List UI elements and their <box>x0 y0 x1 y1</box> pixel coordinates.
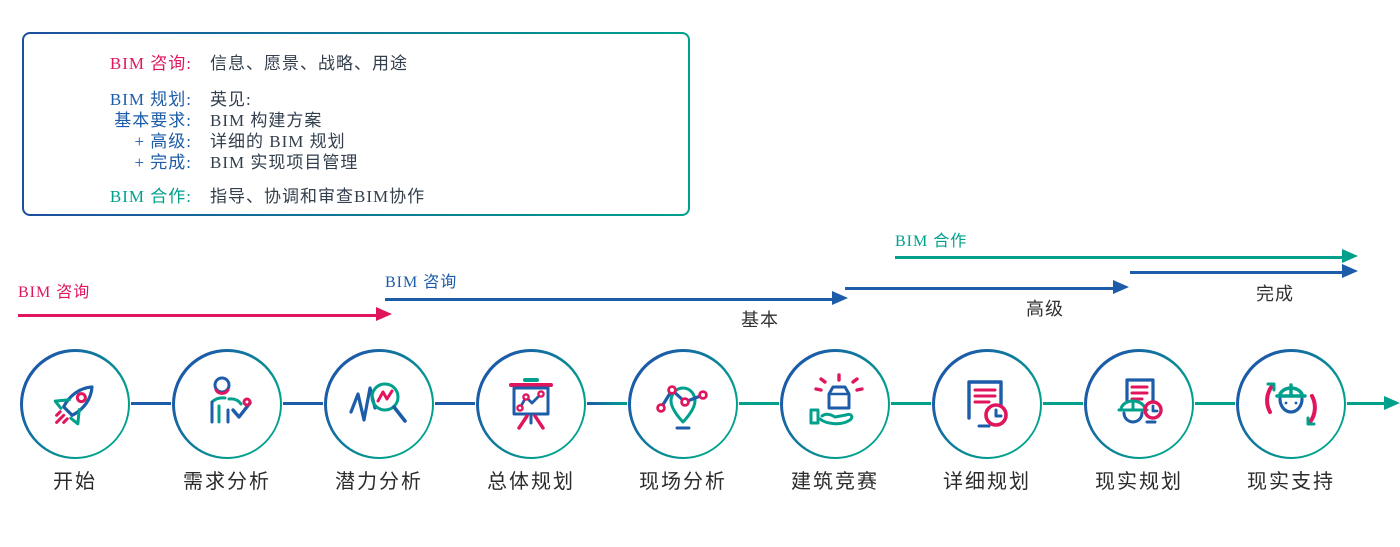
step-label-start: 开始 <box>53 471 97 493</box>
step-circle-overall-planning <box>476 349 586 459</box>
legend-row-collaboration: BIM 合作: 指导、协调和审查BIM协作 <box>24 186 688 207</box>
timeline-label-collaboration: BIM 合作 <box>895 233 968 250</box>
step-circle-start <box>20 349 130 459</box>
timeline-bar-planning-complete <box>1130 271 1342 274</box>
rocket-icon <box>53 385 94 426</box>
step-label-potential: 潜力分析 <box>335 471 423 493</box>
legend-row-basic: 基本要求: BIM 构建方案 <box>24 110 688 131</box>
timeline-sublabel-basic: 基本 <box>741 310 779 330</box>
step-label-detailed-planning: 详细规划 <box>943 471 1031 493</box>
legend-row-complete: + 完成: BIM 实现项目管理 <box>24 152 688 173</box>
legend-label: 基本要求: <box>114 111 192 130</box>
arrowhead-icon <box>1113 280 1129 294</box>
step-label-implementation-planning: 现实规划 <box>1095 471 1183 493</box>
step-circle-competition <box>780 349 890 459</box>
document-hardhat-icon <box>1117 378 1163 424</box>
step-label-requirements: 需求分析 <box>183 471 271 493</box>
step-connector <box>587 402 627 405</box>
legend-box: BIM 咨询: 信息、愿景、战略、用途 BIM 规划: 英见: 基本要求: BI… <box>22 32 690 216</box>
timeline-sublabel-advanced: 高级 <box>1026 299 1064 319</box>
step-label-implementation-support: 现实支持 <box>1247 471 1335 493</box>
legend-label: + 高级: <box>134 132 192 151</box>
step-connector <box>739 402 779 405</box>
step-label-site-analysis: 现场分析 <box>639 471 727 493</box>
legend-value: 详细的 BIM 规划 <box>210 132 346 151</box>
step-connector <box>1195 402 1235 405</box>
legend-value: BIM 构建方案 <box>210 111 323 130</box>
legend-row-consulting: BIM 咨询: 信息、愿景、战略、用途 <box>24 53 688 74</box>
step-circle-site-analysis <box>628 349 738 459</box>
arrowhead-icon <box>832 291 848 305</box>
location-route-icon <box>656 385 708 430</box>
step-connector <box>131 402 171 405</box>
legend-value: BIM 实现项目管理 <box>210 153 359 172</box>
arrowhead-icon <box>1342 264 1358 278</box>
arrowhead-icon <box>1342 249 1358 263</box>
arrowhead-icon <box>1384 396 1400 410</box>
hand-box-icon <box>809 373 864 426</box>
magnifier-chart-icon <box>349 382 407 423</box>
hardhat-sync-icon <box>1265 382 1317 426</box>
step-connector <box>283 402 323 405</box>
step-circle-requirements <box>172 349 282 459</box>
legend-label: + 完成: <box>134 153 192 172</box>
timeline-label-consulting: BIM 咨询 <box>18 284 91 301</box>
person-check-icon <box>210 376 252 424</box>
step-circle-potential <box>324 349 434 459</box>
step-circle-detailed-planning <box>932 349 1042 459</box>
step-label-competition: 建筑竞赛 <box>791 471 879 493</box>
legend-label: BIM 合作: <box>109 187 192 206</box>
timeline-bar-planning-basic <box>385 298 832 301</box>
timeline-bar-collaboration <box>895 256 1342 259</box>
step-label-overall-planning: 总体规划 <box>487 471 575 493</box>
step-circle-implementation-planning <box>1084 349 1194 459</box>
step-connector <box>891 402 931 405</box>
timeline-label-planning-basic: BIM 咨询 <box>385 274 458 291</box>
legend-label: BIM 规划: <box>109 90 192 109</box>
legend-row-advanced: + 高级: 详细的 BIM 规划 <box>24 131 688 152</box>
exit-arrow-line <box>1347 402 1385 405</box>
presentation-chart-icon <box>509 378 553 430</box>
timeline-bar-consulting <box>18 314 376 317</box>
step-circle-implementation-support <box>1236 349 1346 459</box>
arrowhead-icon <box>376 307 392 321</box>
timeline-bar-planning-advanced <box>845 287 1113 290</box>
timeline-sublabel-complete: 完成 <box>1256 284 1294 304</box>
legend-value: 信息、愿景、战略、用途 <box>210 54 408 73</box>
legend-value: 指导、协调和审查BIM协作 <box>210 187 426 206</box>
step-connector <box>435 402 475 405</box>
legend-value: 英见: <box>210 90 252 109</box>
legend-row-planning: BIM 规划: 英见: <box>24 89 688 110</box>
step-connector <box>1043 402 1083 405</box>
document-clock-icon <box>967 380 1008 428</box>
legend-label: BIM 咨询: <box>109 54 192 73</box>
